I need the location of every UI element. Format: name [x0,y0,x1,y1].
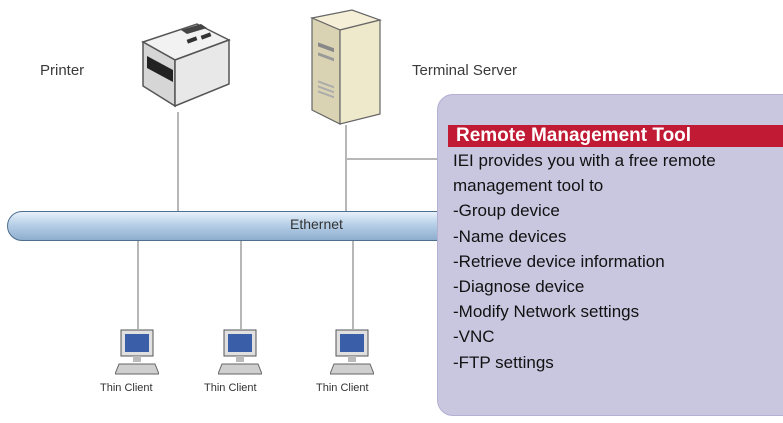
printer-connector [177,112,179,211]
printer-icon [141,23,231,108]
server-label: Terminal Server [412,62,518,79]
panel-title: Remote Management Tool [448,125,783,147]
thin-client-icon-3 [330,329,374,375]
thin-client-icon-2 [218,329,262,375]
client-connector-3 [352,241,354,329]
feature-list: IEI provides you with a free remote mana… [453,148,783,375]
server-connector [345,125,347,211]
client-connector-1 [137,241,139,329]
feature-line: -Diagnose device [453,277,585,297]
panel-connector [345,158,449,160]
server-icon [309,9,383,125]
ethernet-bus [7,211,477,241]
client-connector-2 [240,241,242,329]
feature-line: IEI provides you with a free remote [453,151,716,170]
thin-client-label-1: Thin Client [100,382,153,394]
thin-client-label-2: Thin Client [204,382,257,394]
remote-management-panel [437,94,783,416]
thin-client-icon-1 [115,329,159,375]
feature-line: -FTP settings [453,352,554,372]
feature-line: -Group device [453,201,560,221]
feature-line: -Name devices [453,226,567,246]
thin-client-label-3: Thin Client [316,382,369,394]
feature-line: -Retrieve device information [453,251,665,271]
feature-line: -VNC [453,327,495,347]
feature-line: -Modify Network settings [453,302,640,322]
feature-line: management tool to [453,176,604,196]
ethernet-label: Ethernet [290,216,343,232]
printer-label: Printer [40,62,85,79]
